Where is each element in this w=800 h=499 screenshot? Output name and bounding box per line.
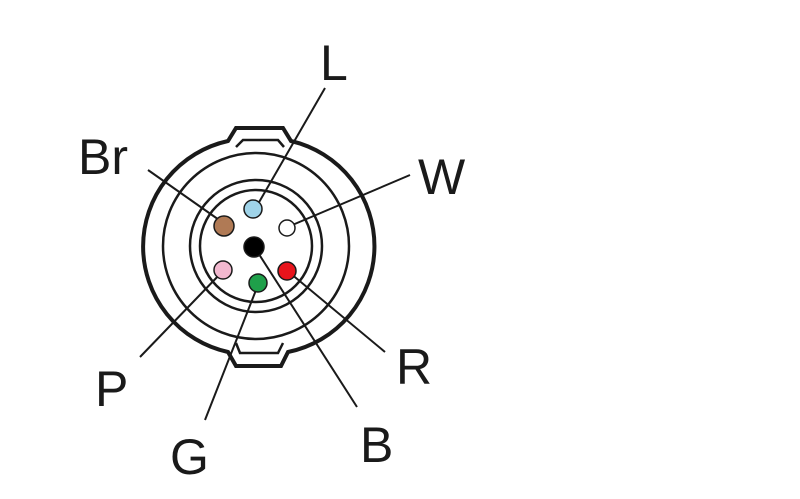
connector-key-top	[235, 138, 285, 148]
leader-line-L	[257, 87, 326, 205]
pin-L	[243, 199, 263, 219]
label-W: W	[418, 149, 466, 205]
leader-line-P	[139, 271, 223, 358]
leader-line-B	[254, 247, 358, 408]
pin-W	[278, 219, 296, 237]
label-R: R	[396, 339, 433, 395]
pin-G	[248, 273, 268, 293]
leader-line-Br	[147, 169, 223, 223]
pin-Br	[213, 215, 235, 237]
leader-line-W	[289, 174, 411, 227]
pin-R	[277, 261, 297, 281]
label-G: G	[170, 429, 209, 485]
label-Br: Br	[78, 129, 128, 185]
pin-P	[213, 260, 233, 280]
label-P: P	[95, 361, 129, 417]
connector-ring-2	[161, 151, 351, 341]
connector-ring-3	[188, 178, 324, 314]
label-B: B	[360, 417, 394, 473]
connector-outer-shell	[141, 126, 377, 368]
leader-line-G	[204, 284, 259, 421]
connector-ring-4	[198, 188, 314, 304]
connector-key-bottom	[234, 342, 285, 355]
pin-B	[243, 236, 265, 258]
label-L: L	[320, 35, 348, 91]
leader-line-R	[289, 272, 386, 353]
